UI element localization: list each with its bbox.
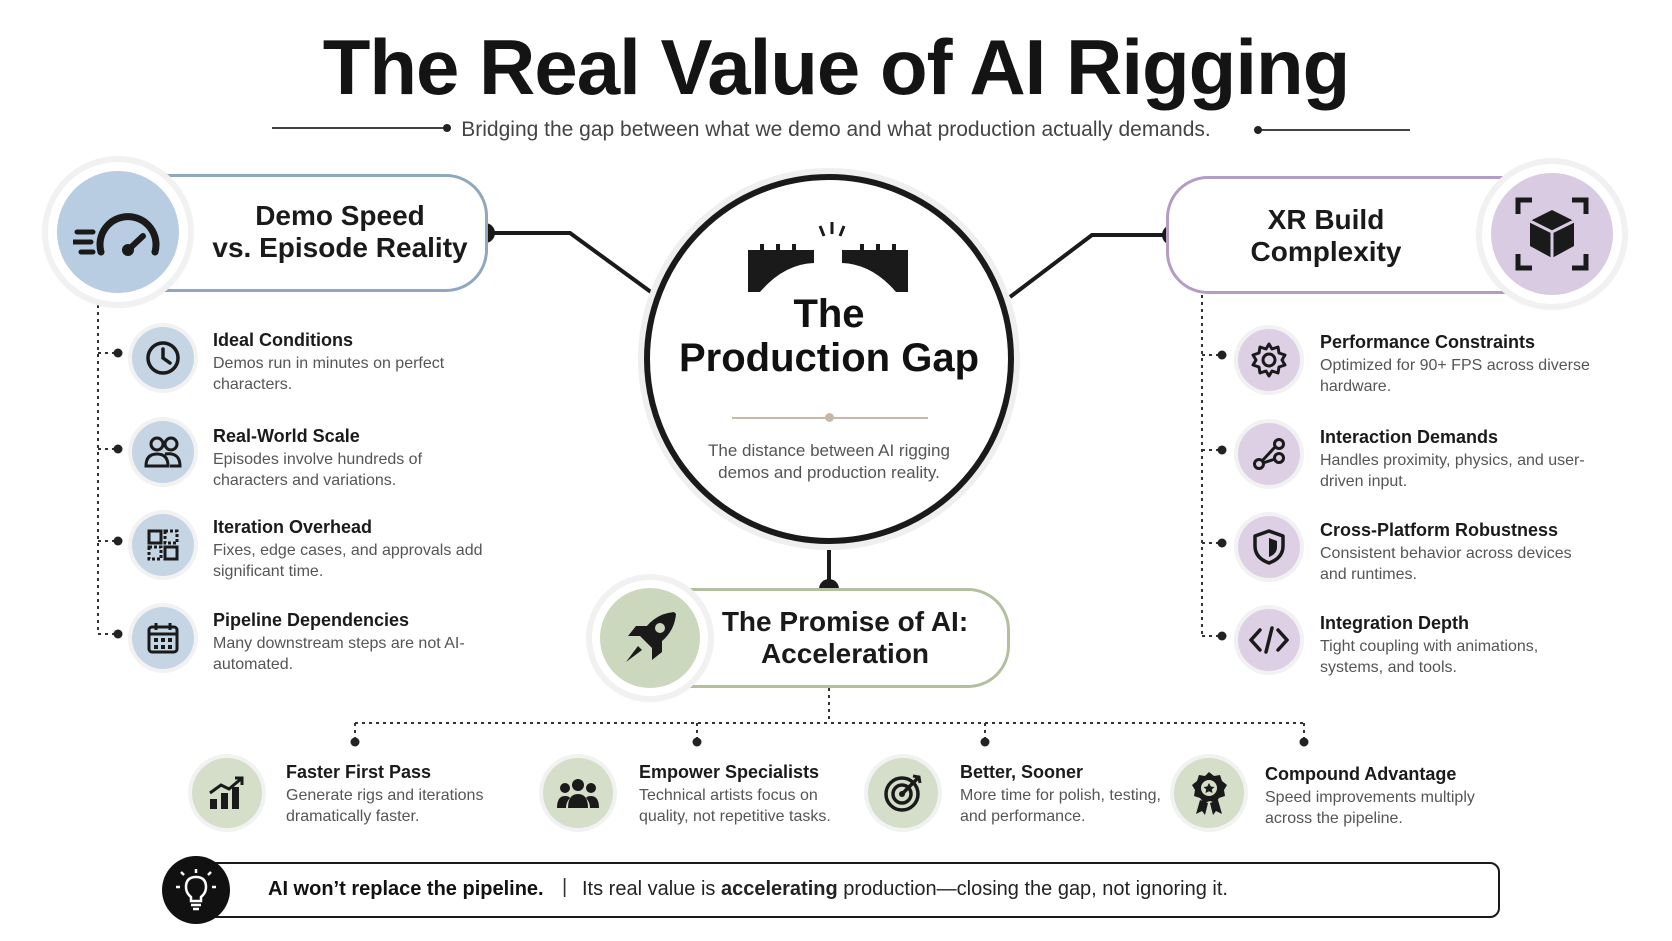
rocket-badge xyxy=(592,580,708,696)
production-gap-desc: The distance between AI rigging demos an… xyxy=(708,441,950,482)
real-world-scale-title: Real-World Scale xyxy=(213,426,360,446)
iteration-overhead-title: Iteration Overhead xyxy=(213,517,373,537)
demo-speed-title-line2: vs. Episode Reality xyxy=(212,232,468,263)
integration-depth-title: Integration Depth xyxy=(1320,613,1469,633)
banner-text-post: production—closing the gap, not ignoring… xyxy=(837,878,1228,900)
conclusion-banner xyxy=(198,862,1500,918)
ideal-conditions-desc: Demos run in minutes on perfect characte… xyxy=(213,355,445,393)
interaction-demands-desc: Handles proximity, physics, and user-dri… xyxy=(1320,452,1585,490)
code-icon xyxy=(1238,609,1300,671)
users-icon xyxy=(132,421,194,483)
demo-speed-title: Demo Speed vs. Episode Reality xyxy=(200,200,480,264)
production-gap-title: The Production Gap xyxy=(644,292,1014,380)
better-sooner-title: Better, Sooner xyxy=(960,762,1084,782)
cross-platform-robustness-desc: Consistent behavior across devices and r… xyxy=(1320,545,1572,583)
shield-icon xyxy=(1238,516,1300,578)
speedometer-badge xyxy=(48,162,188,302)
rocket-icon xyxy=(600,588,700,688)
compound-advantage-title: Compound Advantage xyxy=(1265,764,1457,784)
xr-build-title: XR Build Complexity xyxy=(1196,204,1456,268)
cube-icon xyxy=(1491,173,1613,295)
gear-icon xyxy=(1238,329,1300,391)
better-sooner-desc: More time for polish, testing, and perfo… xyxy=(960,787,1161,825)
promise-of-ai-title-line2: Acceleration xyxy=(760,638,930,669)
xr-build-title-line2: Complexity xyxy=(1250,236,1402,267)
iteration-overhead-desc: Fixes, edge cases, and approvals add sig… xyxy=(213,542,483,580)
demo-speed-title-line1: Demo Speed xyxy=(255,200,425,231)
center-divider-dot xyxy=(825,413,834,422)
production-gap-title-line2: Production Gap xyxy=(679,336,979,380)
compound-advantage-desc: Speed improvements multiply across the p… xyxy=(1265,789,1475,827)
real-world-scale-desc: Episodes involve hundreds of characters … xyxy=(213,451,423,489)
production-gap-title-line1: The xyxy=(793,292,865,336)
integration-depth-desc: Tight coupling with animations, systems,… xyxy=(1320,638,1539,676)
xr-build-title-line1: XR Build xyxy=(1267,204,1385,235)
cross-platform-robustness-title: Cross-Platform Robustness xyxy=(1320,520,1559,540)
page-subtitle: Bridging the gap between what we demo an… xyxy=(461,118,1211,141)
ideal-conditions-title: Ideal Conditions xyxy=(213,330,354,350)
pipeline-dependencies-title: Pipeline Dependencies xyxy=(213,610,410,630)
production-gap-circle xyxy=(644,174,1014,544)
speedometer-icon xyxy=(57,171,179,293)
banner-text-bold: accelerating xyxy=(720,878,838,900)
faster-first-pass-title: Faster First Pass xyxy=(286,762,432,782)
nodes-icon xyxy=(1238,423,1300,485)
interaction-demands-title: Interaction Demands xyxy=(1320,427,1499,447)
cube-badge xyxy=(1482,164,1622,304)
bridge-icon xyxy=(744,222,914,296)
pipeline-dependencies-desc: Many downstream steps are not AI-automat… xyxy=(213,635,465,673)
target-icon xyxy=(868,758,938,828)
promise-of-ai-title-line1: The Promise of AI: xyxy=(721,606,969,637)
empower-specialists-title: Empower Specialists xyxy=(639,762,820,782)
faster-first-pass-desc: Generate rigs and iterations dramaticall… xyxy=(286,787,484,825)
banner-text-pre: Its real value is xyxy=(582,878,721,900)
chart-up-icon xyxy=(192,758,262,828)
award-icon xyxy=(1174,758,1244,828)
performance-constraints-desc: Optimized for 90+ FPS across diverse har… xyxy=(1320,357,1590,395)
clock-icon xyxy=(132,327,194,389)
performance-constraints-title: Performance Constraints xyxy=(1320,332,1536,352)
team-icon xyxy=(543,758,613,828)
calendar-icon xyxy=(132,607,194,669)
page-title: The Real Value of AI Rigging xyxy=(322,23,1351,111)
lightbulb-icon xyxy=(162,856,230,924)
banner-headline: AI won’t replace the pipeline. xyxy=(268,878,544,900)
banner-message: Its real value is accelerating productio… xyxy=(582,878,1228,901)
banner-separator: | xyxy=(562,876,568,898)
empower-specialists-desc: Technical artists focus on quality, not … xyxy=(639,787,831,825)
puzzle-icon xyxy=(132,514,194,576)
promise-of-ai-title: The Promise of AI: Acceleration xyxy=(710,606,980,670)
